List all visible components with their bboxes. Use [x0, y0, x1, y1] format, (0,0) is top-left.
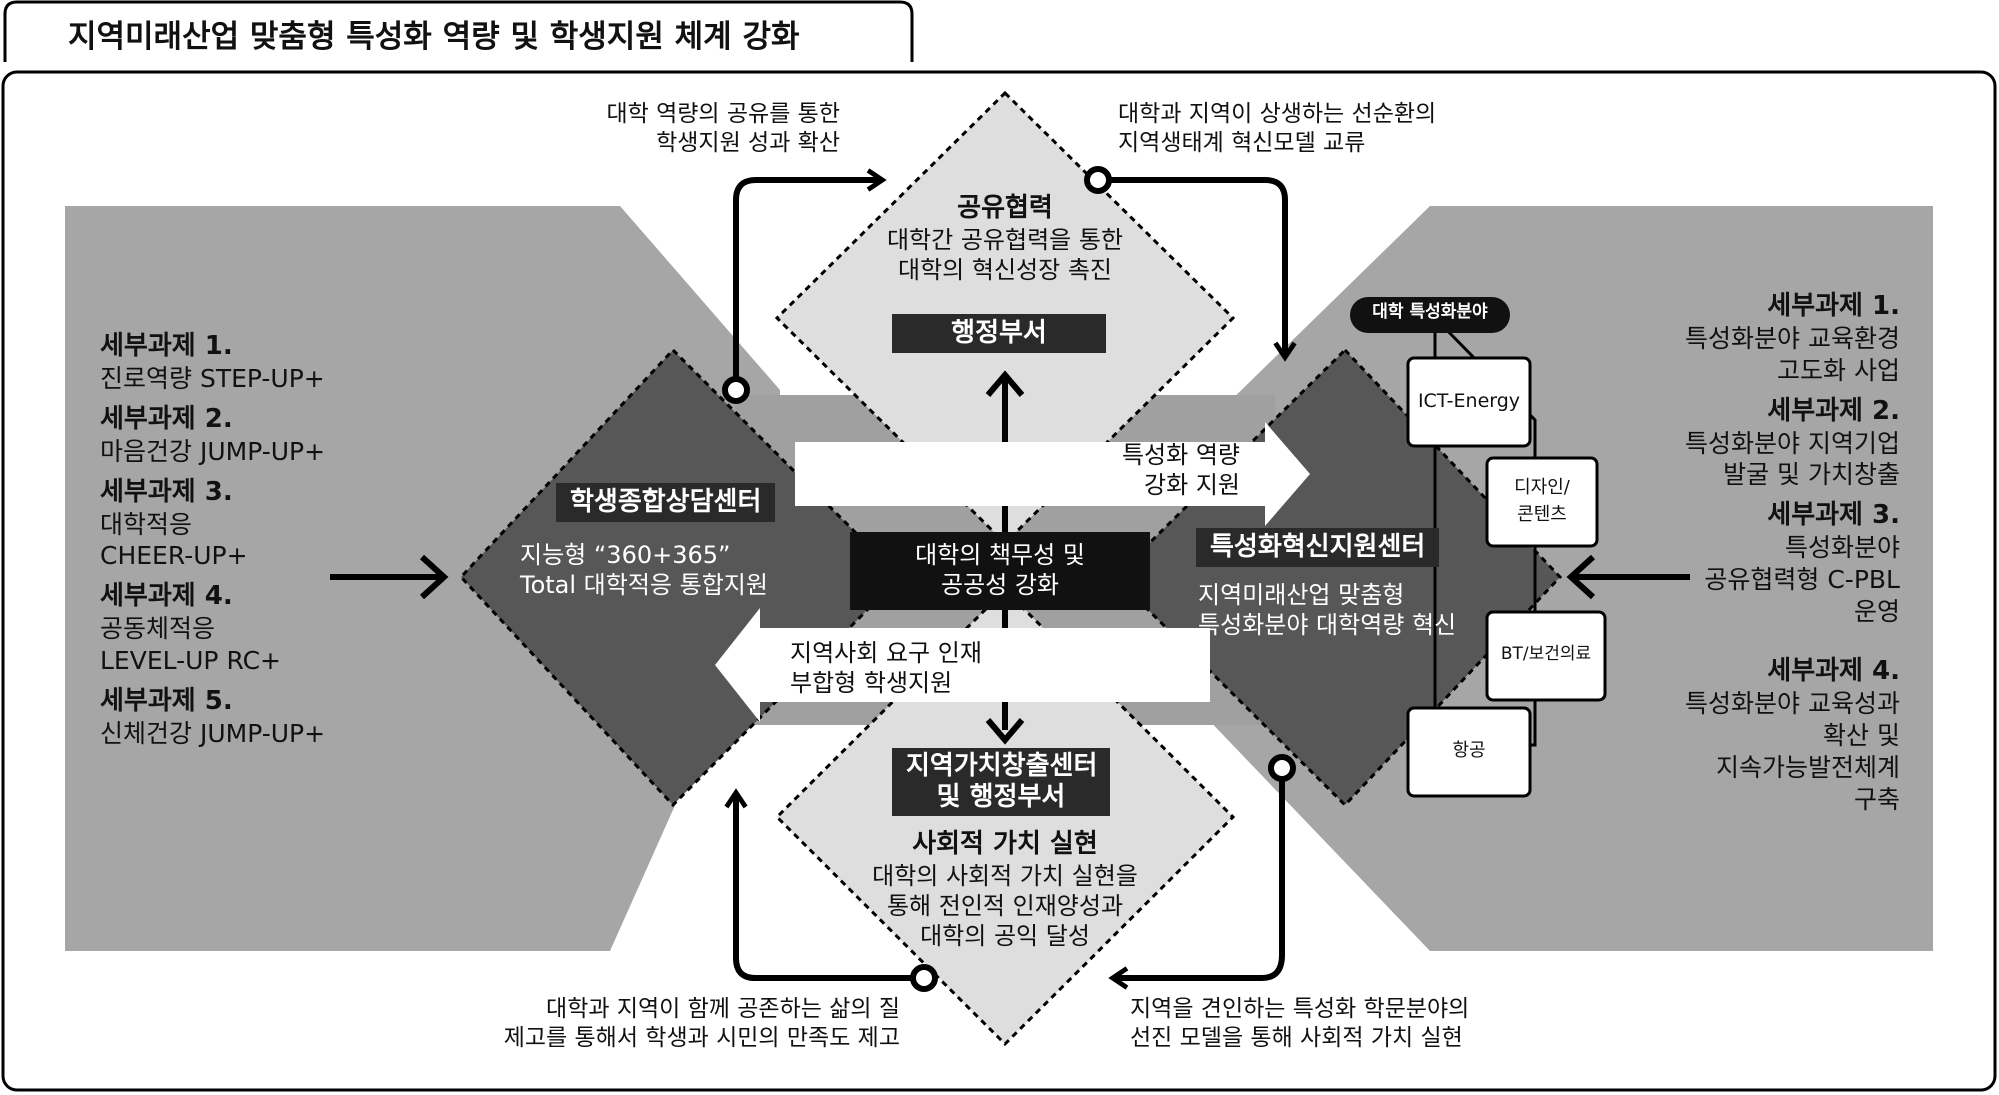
bottom-diamond-text: 사회적 가치 실현 대학의 사회적 가치 실현을 통해 전인적 인재양성과 대학…	[840, 828, 1170, 951]
left-task-list: 세부과제 1. 진로역량 STEP-UP+ 세부과제 2. 마음건강 JUMP-…	[100, 330, 325, 749]
left-input-arrowhead	[419, 554, 449, 600]
arrow-down-icon	[985, 718, 1025, 745]
arrow-right-label: 특성화 역량 강화 지원	[1121, 441, 1240, 499]
right-task-3: 세부과제 3. 특성화분야 공유협력형 C-PBL 운영	[1704, 500, 1900, 626]
arrow-left-shape	[715, 608, 1210, 722]
specialty-label: 대학 특성화분야	[1372, 302, 1488, 322]
center-box-text: 대학의 책무성 및 공공성 강화	[915, 541, 1085, 599]
specialty-box-bt	[1485, 610, 1607, 702]
node-bottom-right	[1268, 754, 1296, 782]
title-tab	[3, 0, 914, 62]
top-diamond-text: 공유협력 대학간 공유협력을 통한 대학의 혁신성장 촉진	[855, 192, 1155, 285]
center-box-shape	[850, 532, 1150, 610]
top-diamond-badge: 행정부서	[892, 314, 1106, 353]
arrow-up-icon	[985, 370, 1025, 397]
loop-top-left	[733, 168, 887, 390]
specialty-label-pill	[1350, 297, 1510, 333]
top-right-note: 대학과 지역이 상생하는 선순환의 지역생태계 혁신모델 교류	[1118, 101, 1437, 156]
right-center-text: 지역미래산업 맞춤형 특성화분야 대학역량 혁신	[1198, 581, 1457, 639]
right-center-badge: 특성화혁신지원센터	[1196, 528, 1440, 567]
left-center-text: 지능형 “360+365” Total 대학적응 통합지원	[520, 541, 768, 599]
specialty-bt: BT/보건의료	[1500, 644, 1592, 664]
specialty-aviation: 항공	[1452, 740, 1486, 761]
top-left-note: 대학 역량의 공유를 통한 학생지원 성과 확산	[606, 101, 840, 156]
left-task-2: 세부과제 2. 마음건강 JUMP-UP+	[100, 403, 326, 466]
bottom-right-note: 지역을 견인하는 특성화 학문분야의 선진 모델을 통해 사회적 가치 실현	[1130, 996, 1470, 1051]
outer-frame	[1, 70, 1997, 1092]
left-task-5: 세부과제 5. 신체건강 JUMP-UP+	[100, 685, 326, 748]
node-bottom-left	[910, 964, 938, 992]
specialty-ict: ICT-Energy	[1417, 390, 1521, 412]
arrow-right-shape	[795, 422, 1310, 526]
specialty-box-design	[1485, 456, 1599, 548]
right-task-1: 세부과제 1. 특성화분야 교육환경 고도화 사업	[1685, 291, 1900, 385]
specialty-box-ict	[1406, 356, 1532, 448]
node-top-left	[722, 376, 750, 404]
top-diamond-heading: 공유협력	[957, 193, 1053, 223]
page-title: 지역미래산업 맞춤형 특성화 역량 및 학생지원 체계 강화	[68, 19, 800, 55]
specialty-design: 디자인/ 콘텐츠	[1514, 477, 1570, 525]
right-task-4: 세부과제 4. 특성화분야 교육성과 확산 및 지속가능발전체계 구축	[1685, 656, 1900, 814]
bottom-left-note: 대학과 지역이 함께 공존하는 삶의 질 제고를 통해서 학생과 시민의 만족도…	[503, 996, 900, 1051]
right-input-arrowhead	[1566, 554, 1596, 600]
bottom-diamond-heading: 사회적 가치 실현	[912, 829, 1098, 859]
loop-bottom-left	[724, 788, 924, 981]
specialty-box-aviation	[1406, 706, 1532, 798]
left-task-3: 세부과제 3. 대학적응 CHEER-UP+	[100, 476, 248, 571]
left-task-4: 세부과제 4. 공동체적응 LEVEL-UP RC+	[100, 581, 281, 675]
bottom-diamond-badge: 지역가치창출센터 및 행정부서	[892, 748, 1110, 817]
arrow-left-label: 지역사회 요구 인재 부합형 학생지원	[790, 639, 982, 697]
loop-bottom-right	[1108, 768, 1285, 990]
loop-top-right	[1098, 177, 1297, 362]
node-top-right	[1084, 166, 1112, 194]
left-center-badge: 학생종합상담센터	[556, 483, 776, 522]
left-task-1: 세부과제 1. 진로역량 STEP-UP+	[100, 331, 325, 394]
right-task-2: 세부과제 2. 특성화분야 지역기업 발굴 및 가치창출	[1685, 395, 1900, 490]
bottom-diamond	[774, 587, 1236, 1047]
right-task-list: 세부과제 1. 특성화분야 교육환경 고도화 사업 세부과제 2. 특성화분야 …	[1600, 290, 1900, 815]
